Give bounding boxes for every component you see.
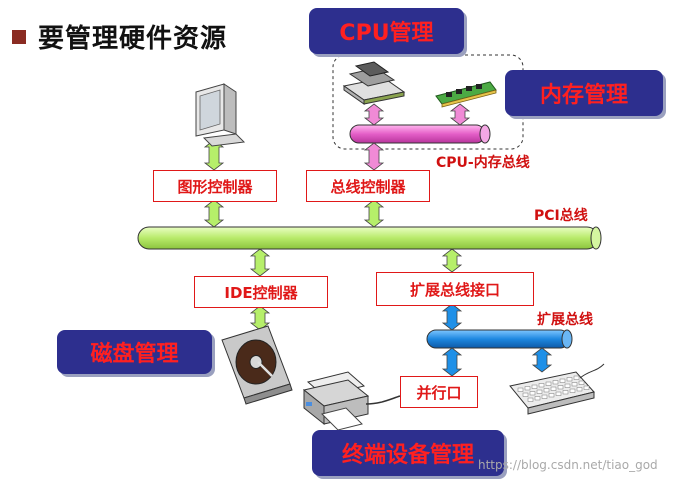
cpu-chip-icon — [342, 61, 406, 105]
cpu-management-callout: CPU管理 — [309, 8, 464, 54]
arrow-pci-ide-icon — [249, 248, 271, 277]
graphics-controller-label: 图形控制器 — [177, 177, 253, 196]
title-text: 要管理硬件资源 — [38, 24, 228, 54]
arrow-cpu-cpubus-icon — [363, 103, 385, 126]
expansion-interface-label: 扩展总线接口 — [409, 280, 500, 299]
cpu-management-label: CPU管理 — [339, 21, 434, 46]
cpu-memory-bus-label: CPU-内存总线 — [436, 155, 530, 171]
arrow-memory-cpubus-icon — [449, 103, 471, 126]
pci-bus — [137, 226, 602, 250]
arrow-graphics-pci-icon — [203, 199, 225, 228]
printer-icon — [302, 371, 370, 431]
terminal-management-label: 终端设备管理 — [341, 443, 474, 468]
pci-bus-label: PCI总线 — [534, 208, 588, 224]
printer-cable — [365, 395, 401, 405]
bus-controller-label: 总线控制器 — [330, 177, 406, 196]
ide-controller-label: IDE控制器 — [224, 283, 298, 302]
expansion-bus — [426, 329, 573, 349]
expansion-bus-label: 扩展总线 — [537, 312, 593, 328]
cpu-memory-bus — [349, 124, 491, 144]
watermark: https://blog.csdn.net/tiao_god — [478, 458, 658, 472]
bullet-icon — [12, 29, 26, 44]
page-title: 要管理硬件资源 — [12, 18, 227, 55]
cpu-memory-dashed-box — [332, 54, 524, 150]
terminal-management-callout: 终端设备管理 — [312, 430, 504, 476]
keyboard-icon — [509, 363, 605, 415]
parallel-port-box: 并行口 — [400, 376, 478, 408]
arrow-pci-expansion-interface-icon — [441, 248, 463, 273]
ide-controller-box: IDE控制器 — [194, 276, 328, 308]
hard-disk-icon — [221, 325, 293, 405]
memory-stick-icon — [435, 81, 497, 108]
expansion-interface-box: 扩展总线接口 — [376, 272, 534, 306]
arrow-buscontroller-pci-icon — [363, 199, 385, 228]
arrow-cpubus-buscontroller-icon — [363, 142, 385, 171]
memory-management-callout: 内存管理 — [505, 70, 663, 116]
memory-management-label: 内存管理 — [539, 83, 628, 108]
parallel-port-label: 并行口 — [416, 383, 462, 402]
arrow-expansion-interface-bus-icon — [441, 303, 463, 331]
disk-management-label: 磁盘管理 — [90, 342, 179, 367]
arrow-expansionbus-keyboard-icon — [531, 347, 553, 373]
graphics-controller-box: 图形控制器 — [153, 170, 277, 202]
arrow-expansionbus-parallel-icon — [441, 347, 463, 377]
monitor-icon — [195, 83, 246, 147]
bus-controller-box: 总线控制器 — [306, 170, 430, 202]
disk-management-callout: 磁盘管理 — [57, 330, 212, 374]
